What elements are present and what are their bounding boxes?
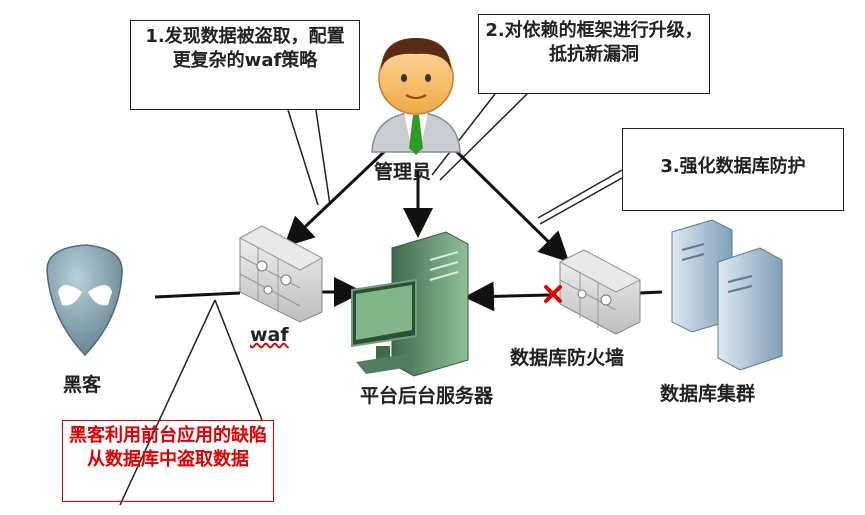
arrow-hacker-to-waf — [154, 291, 241, 299]
callout-step3: 3.强化数据库防护 — [622, 128, 844, 211]
arrow-admin-to-waf — [283, 148, 388, 248]
arrow-dbfw-to-server — [464, 281, 551, 312]
server-icon — [351, 231, 469, 377]
hacker-label: 黑客 — [63, 374, 102, 396]
admin-icon — [371, 38, 461, 155]
db-cluster-label: 数据库集群 — [660, 383, 756, 405]
callout-pointers — [119, 93, 623, 506]
server-label: 平台后台服务器 — [360, 385, 494, 407]
callout-attack-text: 黑客利用前台应用的缺陷从数据库中盗取数据 — [69, 425, 267, 470]
db-cluster-icon — [671, 219, 783, 371]
hacker-alien-icon — [46, 244, 123, 357]
waf-label: waf — [250, 324, 289, 346]
arrow-admin-to-dbfirewall — [453, 148, 570, 263]
db-firewall-icon — [558, 249, 642, 335]
db-firewall-label: 数据库防火墙 — [510, 347, 625, 369]
callout-step3-text: 3.强化数据库防护 — [660, 156, 806, 177]
blocked-x-icon — [544, 285, 562, 303]
callout-step1: 1.发现数据被盗取，配置更复杂的waf策略 — [130, 20, 360, 110]
link-dbcluster-dbfw — [639, 290, 663, 295]
callout-step2-text: 2.对依赖的框架进行升级，抵抗新漏洞 — [485, 20, 703, 65]
callout-step2: 2.对依赖的框架进行升级，抵抗新漏洞 — [478, 14, 710, 94]
waf-firewall-icon — [238, 225, 324, 323]
callout-step1-text: 1.发现数据被盗取，配置更复杂的waf策略 — [145, 26, 345, 71]
callout-attack: 黑客利用前台应用的缺陷从数据库中盗取数据 — [62, 420, 274, 502]
admin-label: 管理员 — [374, 161, 432, 183]
